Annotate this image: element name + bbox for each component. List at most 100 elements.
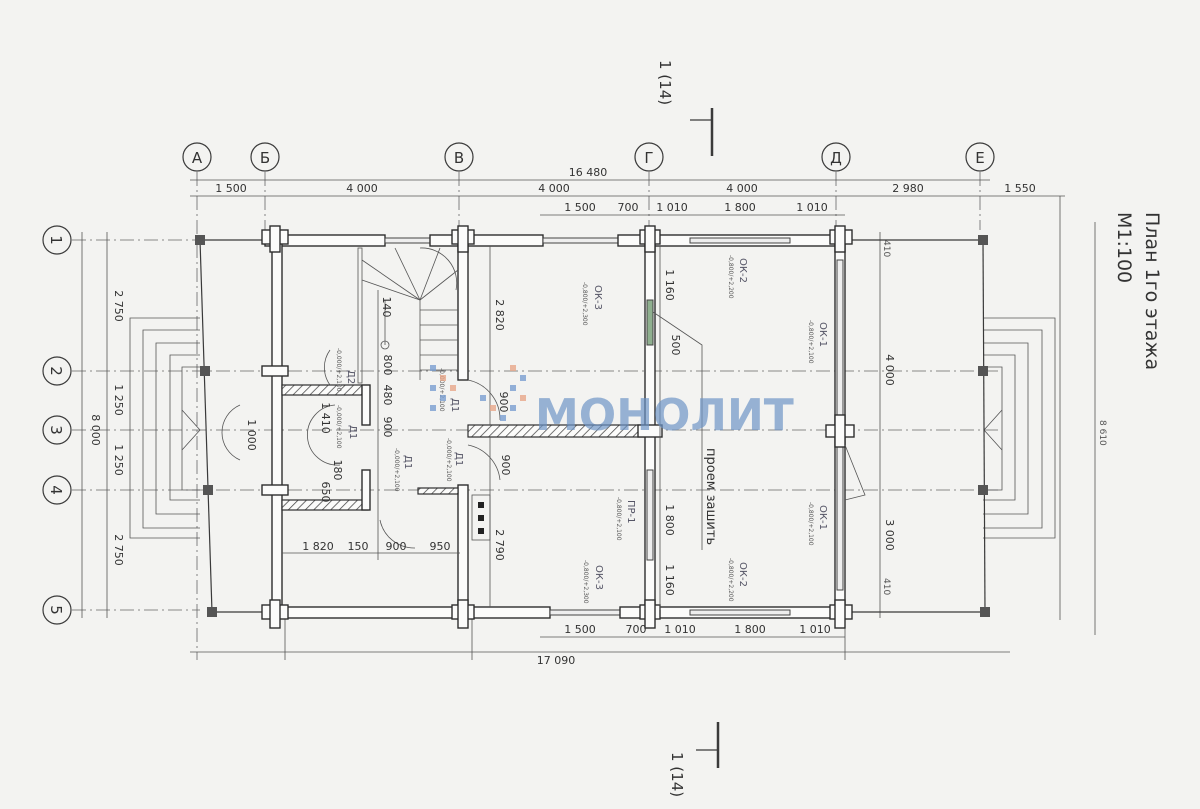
dim-top-opening: 1 500 [564, 201, 596, 214]
dim-interior: 1 000 [245, 419, 258, 451]
opening-mark: ОК-3 [593, 565, 604, 590]
drawing-title: План 1го этажа М1:100 [1113, 212, 1163, 370]
door-level: -0,000/+2,100 [393, 448, 400, 492]
post-icon [978, 235, 988, 245]
watermark-logo-icon [430, 365, 526, 421]
axis-label: В [454, 149, 464, 167]
opening-level: -0,800/+2,200 [727, 255, 734, 299]
dim-interior: 900 [499, 455, 512, 476]
axis-label: А [192, 149, 203, 167]
dim-right: 410 [881, 578, 891, 595]
door-mark: Д2 [345, 370, 356, 384]
dim-right-overall: 8 610 [1097, 420, 1107, 446]
axis-markers-letters: А Б В Г Д Е [182, 142, 995, 172]
dim-interior: 900 [497, 392, 510, 413]
dim-right: 410 [881, 240, 891, 257]
section-label-bottom: 1 (14) [668, 752, 686, 797]
dim-interior: 1 160 [663, 269, 676, 301]
post-icon [978, 485, 988, 495]
porch-steps-left [129, 317, 201, 539]
dim-bottom-opening: 1 010 [664, 623, 696, 636]
axis-label: Г [644, 149, 653, 167]
dim-top: 1 550 [1004, 182, 1036, 195]
opening-level: -0,800/+2,300 [582, 560, 589, 604]
door-swings [221, 349, 866, 549]
dim-top-opening: 700 [618, 201, 639, 214]
dim-bottom-opening: 1 010 [799, 623, 831, 636]
opening-level: -0,800/+2,200 [727, 558, 734, 602]
door-level: -0,000/+2,100 [438, 368, 445, 412]
terrace-railing [195, 235, 990, 617]
dim-left: 1 250 [112, 444, 125, 476]
plan-title: План 1го этажа [1141, 212, 1163, 370]
section-marker-bottom: 1 (14) [668, 722, 720, 797]
partition-wall [281, 384, 363, 396]
annotation-leader: проем зашить [652, 311, 718, 550]
interior-dimensions: 2 820 2 790 1 160 500 1 800 1 160 1 820 … [245, 246, 682, 610]
post-icon [200, 366, 210, 376]
dimensions-right: 410 4 000 3 000 410 8 610 [879, 222, 1107, 635]
door-level: -0,000/+2,100 [335, 405, 342, 449]
dim-left: 2 750 [112, 290, 125, 322]
axis-label: 3 [47, 425, 65, 435]
opening-mark: ПР-1 [625, 500, 636, 524]
post-icon [980, 607, 990, 617]
door-level: -0,000/+2,100 [335, 348, 342, 392]
axis-label: 1 [47, 235, 65, 245]
dim-bottom-opening: 1 500 [564, 623, 596, 636]
post-icon [195, 235, 205, 245]
dim-left: 1 250 [112, 384, 125, 416]
dim-interior: 480 [381, 385, 394, 406]
dim-top-opening: 1 010 [656, 201, 688, 214]
dim-interior: 140 [380, 297, 393, 318]
dim-top: 4 000 [346, 182, 378, 195]
dim-left: 2 750 [112, 534, 125, 566]
dim-bottom-overall: 17 090 [537, 654, 576, 667]
door-level: -0,000/+2,100 [445, 438, 452, 482]
opening-level: -0,800/+2,100 [615, 497, 622, 541]
opening-level: -0,800/+2,300 [581, 282, 588, 326]
dim-top: 4 000 [538, 182, 570, 195]
dim-top-opening: 1 010 [796, 201, 828, 214]
axis-label: Б [260, 149, 270, 167]
axis-label: 2 [47, 366, 65, 376]
dim-top: 4 000 [726, 182, 758, 195]
post-icon [978, 366, 988, 376]
dim-top-overall: 16 480 [569, 166, 608, 179]
porch-steps-right [983, 317, 1056, 539]
dim-interior: 800 [381, 355, 394, 376]
dim-top: 1 500 [215, 182, 247, 195]
door-mark: Д1 [453, 452, 464, 466]
dim-interior: 650 [319, 482, 332, 503]
opening-mark: ОК-2 [737, 258, 748, 283]
section-label-top: 1 (14) [656, 60, 674, 105]
opening-mark: ОК-2 [737, 562, 748, 587]
dim-left-overall: 8 000 [89, 414, 102, 446]
section-marker-top: 1 (14) [656, 60, 714, 156]
opening-mark: ОК-1 [817, 505, 828, 530]
dim-interior: 1 820 [302, 540, 334, 553]
door-mark: Д1 [449, 398, 460, 412]
walls [261, 225, 855, 629]
post-icon [203, 485, 213, 495]
axis-label: 4 [47, 485, 65, 495]
plan-scale: М1:100 [1113, 212, 1135, 283]
dim-interior: 900 [381, 417, 394, 438]
dim-interior: 950 [430, 540, 451, 553]
opening-mark: ОК-1 [817, 322, 828, 347]
axis-label: Д [830, 149, 842, 167]
dim-interior: 180 [331, 460, 344, 481]
dim-top: 2 980 [892, 182, 924, 195]
dim-interior: 2 820 [493, 299, 506, 331]
dim-interior: 1 410 [319, 402, 332, 434]
dim-interior: 150 [348, 540, 369, 553]
watermark: МОНОЛИТ [430, 365, 794, 441]
dim-interior: 1 160 [663, 564, 676, 596]
door-mark: Д1 [347, 425, 358, 439]
axis-markers-numbers: 1 2 3 4 5 [42, 225, 72, 625]
dim-right: 4 000 [883, 354, 896, 386]
dim-top-opening: 1 800 [724, 201, 756, 214]
dim-interior: 500 [669, 335, 682, 356]
opening-level: -0,800/+2,100 [807, 320, 814, 364]
